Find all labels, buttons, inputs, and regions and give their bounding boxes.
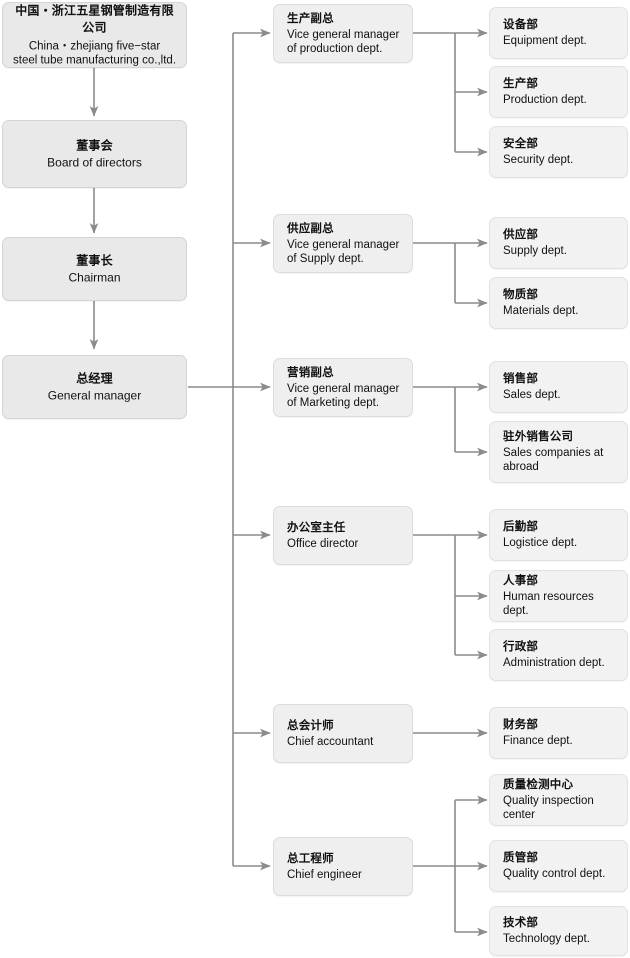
node-materials-dept-label-cn: 物质部 — [503, 289, 539, 301]
node-finance-dept[interactable]: 财务部 Finance dept. — [489, 707, 628, 759]
node-vgm-production-inner: 生产副总 Vice general manager of production … — [274, 12, 412, 56]
node-vgm-marketing-inner: 营销副总 Vice general manager of Marketing d… — [274, 366, 412, 410]
node-quality-inspection-center[interactable]: 质量检测中心 Quality inspection center — [489, 774, 628, 826]
node-board-of-directors[interactable]: 董事会 Board of directors — [2, 120, 187, 188]
node-quality-inspection-center-inner: 质量检测中心 Quality inspection center — [490, 778, 627, 822]
node-sales-dept-label-en: Sales dept. — [503, 389, 561, 401]
node-chief-engineer[interactable]: 总工程师 Chief engineer — [273, 837, 413, 896]
node-office-director-label-cn: 办公室主任 — [287, 521, 346, 534]
node-chairman-label-en: Chairman — [68, 270, 121, 285]
node-quality-control-dept-label-en: Quality control dept. — [503, 868, 606, 880]
node-security-dept-label-cn: 安全部 — [503, 138, 539, 150]
node-materials-dept[interactable]: 物质部 Materials dept. — [489, 277, 628, 329]
node-general-manager-label-en: General manager — [47, 388, 142, 403]
node-chairman[interactable]: 董事长 Chairman — [2, 237, 187, 301]
node-vgm-supply[interactable]: 供应副总 Vice general manager of Supply dept… — [273, 214, 413, 273]
node-vgm-production-label-cn: 生产副总 — [287, 12, 334, 25]
node-board-of-directors-inner: 董事会 Board of directors — [3, 138, 186, 171]
node-administration-dept[interactable]: 行政部 Administration dept. — [489, 629, 628, 681]
node-general-manager[interactable]: 总经理 General manager — [2, 355, 187, 419]
node-technology-dept-inner: 技术部 Technology dept. — [490, 916, 627, 946]
node-security-dept-label-en: Security dept. — [503, 154, 574, 166]
node-board-of-directors-label-cn: 董事会 — [76, 138, 113, 153]
node-vgm-marketing-label-cn: 营销副总 — [287, 366, 334, 379]
node-chief-accountant-label-cn: 总会计师 — [287, 719, 334, 732]
node-general-manager-inner: 总经理 General manager — [3, 371, 186, 404]
node-chief-engineer-inner: 总工程师 Chief engineer — [274, 852, 412, 882]
node-chief-accountant[interactable]: 总会计师 Chief accountant — [273, 704, 413, 763]
node-equipment-dept-inner: 设备部 Equipment dept. — [490, 18, 627, 48]
node-production-dept[interactable]: 生产部 Production dept. — [489, 66, 628, 118]
node-vgm-supply-label-cn: 供应副总 — [287, 222, 334, 235]
node-sales-companies-abroad-label-cn: 驻外销售公司 — [503, 431, 574, 443]
node-supply-dept-inner: 供应部 Supply dept. — [490, 228, 627, 258]
node-human-resources-dept-label-en: Human resources dept. — [503, 591, 594, 617]
node-quality-inspection-center-label-en: Quality inspection center — [503, 795, 594, 821]
node-chief-engineer-label-cn: 总工程师 — [287, 852, 334, 865]
node-logistics-dept-label-cn: 后勤部 — [503, 521, 539, 533]
node-company[interactable]: 中国・浙江五星钢管制造有限公司 China・zhejiang five−star… — [2, 2, 187, 68]
node-sales-dept[interactable]: 销售部 Sales dept. — [489, 361, 628, 413]
node-security-dept[interactable]: 安全部 Security dept. — [489, 126, 628, 178]
node-vgm-supply-label-en: Vice general manager of Supply dept. — [287, 238, 400, 265]
node-equipment-dept-label-cn: 设备部 — [503, 19, 539, 31]
node-materials-dept-label-en: Materials dept. — [503, 305, 579, 317]
node-administration-dept-label-cn: 行政部 — [503, 641, 539, 653]
node-office-director-inner: 办公室主任 Office director — [274, 521, 412, 551]
node-chief-accountant-inner: 总会计师 Chief accountant — [274, 719, 412, 749]
node-quality-control-dept-inner: 质管部 Quality control dept. — [490, 851, 627, 881]
node-quality-control-dept[interactable]: 质管部 Quality control dept. — [489, 840, 628, 892]
node-production-dept-label-cn: 生产部 — [503, 78, 539, 90]
node-administration-dept-label-en: Administration dept. — [503, 657, 605, 669]
node-supply-dept[interactable]: 供应部 Supply dept. — [489, 217, 628, 269]
node-finance-dept-label-en: Finance dept. — [503, 735, 573, 747]
node-materials-dept-inner: 物质部 Materials dept. — [490, 288, 627, 318]
node-chairman-inner: 董事长 Chairman — [3, 253, 186, 286]
node-sales-dept-label-cn: 销售部 — [503, 373, 539, 385]
node-chairman-label-cn: 董事长 — [76, 253, 113, 268]
node-supply-dept-label-en: Supply dept. — [503, 245, 567, 257]
node-chief-accountant-label-en: Chief accountant — [287, 735, 374, 748]
node-quality-inspection-center-label-cn: 质量检测中心 — [503, 779, 574, 791]
node-office-director[interactable]: 办公室主任 Office director — [273, 506, 413, 565]
node-human-resources-dept-inner: 人事部 Human resources dept. — [490, 574, 627, 618]
node-office-director-label-en: Office director — [287, 537, 359, 550]
node-technology-dept-label-cn: 技术部 — [503, 917, 539, 929]
node-vgm-marketing-label-en: Vice general manager of Marketing dept. — [287, 382, 400, 409]
node-logistics-dept[interactable]: 后勤部 Logistice dept. — [489, 509, 628, 561]
node-production-dept-label-en: Production dept. — [503, 94, 587, 106]
node-sales-companies-abroad-inner: 驻外销售公司 Sales companies at abroad — [490, 430, 627, 474]
node-company-label-cn: 中国・浙江五星钢管制造有限公司 — [15, 3, 174, 35]
node-logistics-dept-label-en: Logistice dept. — [503, 537, 578, 549]
node-supply-dept-label-cn: 供应部 — [503, 229, 539, 241]
node-human-resources-dept-label-cn: 人事部 — [503, 575, 539, 587]
node-quality-control-dept-label-cn: 质管部 — [503, 852, 539, 864]
node-finance-dept-inner: 财务部 Finance dept. — [490, 718, 627, 748]
node-chief-engineer-label-en: Chief engineer — [287, 868, 362, 881]
node-sales-companies-abroad[interactable]: 驻外销售公司 Sales companies at abroad — [489, 421, 628, 483]
node-sales-companies-abroad-label-en: Sales companies at abroad — [503, 447, 604, 473]
node-vgm-production[interactable]: 生产副总 Vice general manager of production … — [273, 4, 413, 63]
node-general-manager-label-cn: 总经理 — [76, 371, 113, 386]
node-equipment-dept-label-en: Equipment dept. — [503, 35, 587, 47]
node-technology-dept[interactable]: 技术部 Technology dept. — [489, 906, 628, 956]
node-vgm-marketing[interactable]: 营销副总 Vice general manager of Marketing d… — [273, 358, 413, 417]
node-security-dept-inner: 安全部 Security dept. — [490, 137, 627, 167]
node-board-of-directors-label-en: Board of directors — [47, 155, 142, 170]
node-logistics-dept-inner: 后勤部 Logistice dept. — [490, 520, 627, 550]
node-human-resources-dept[interactable]: 人事部 Human resources dept. — [489, 570, 628, 622]
node-equipment-dept[interactable]: 设备部 Equipment dept. — [489, 7, 628, 59]
node-production-dept-inner: 生产部 Production dept. — [490, 77, 627, 107]
node-vgm-supply-inner: 供应副总 Vice general manager of Supply dept… — [274, 222, 412, 266]
node-company-inner: 中国・浙江五星钢管制造有限公司 China・zhejiang five−star… — [3, 3, 186, 68]
node-finance-dept-label-cn: 财务部 — [503, 719, 539, 731]
node-company-label-en-line2: steel tube manufacturing co.,ltd. — [13, 54, 177, 67]
node-vgm-production-label-en: Vice general manager of production dept. — [287, 28, 400, 55]
node-technology-dept-label-en: Technology dept. — [503, 933, 590, 945]
node-company-label-en-line1: China・zhejiang five−star — [28, 40, 161, 53]
node-sales-dept-inner: 销售部 Sales dept. — [490, 372, 627, 402]
node-administration-dept-inner: 行政部 Administration dept. — [490, 640, 627, 670]
